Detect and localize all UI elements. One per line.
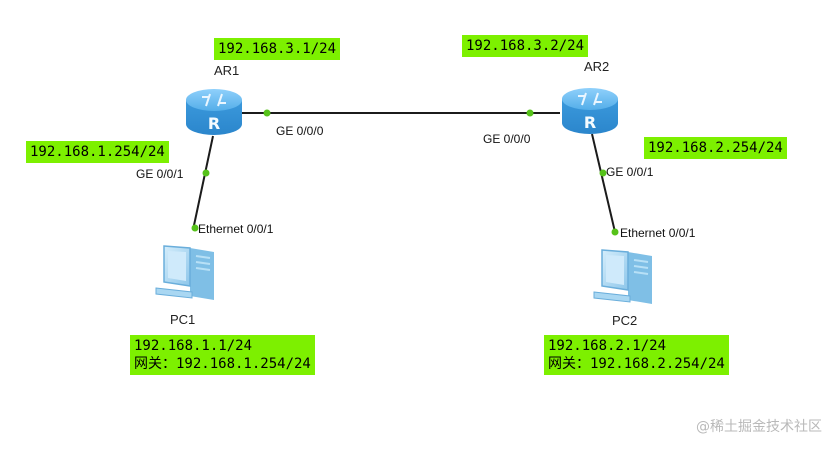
router-icon-ar1[interactable]: R (186, 89, 242, 135)
link-ar2-pc2 (591, 133, 616, 233)
pc1-config-box: 192.168.1.1/24 网关：192.168.1.254/24 (130, 335, 315, 375)
link-ar1-pc1 (192, 135, 214, 231)
router-icon-ar2[interactable]: R (562, 88, 618, 134)
port-label-ar2-ge000: GE 0/0/0 (483, 132, 531, 146)
port-dot-ar1-ge001 (202, 169, 210, 177)
ip-tag-ar1-link: 192.168.3.1/24 (214, 38, 341, 60)
port-label-ar1-ge001: GE 0/0/1 (136, 167, 184, 181)
svg-text:R: R (584, 113, 596, 132)
watermark: @稀土掘金技术社区 (696, 419, 822, 435)
port-dot-ar2-ge000 (526, 109, 534, 117)
pc1-gateway: 网关：192.168.1.254/24 (134, 356, 311, 372)
port-dot-ar2-ge001 (599, 169, 607, 177)
port-dot-pc1-eth (191, 224, 199, 232)
port-label-pc2-eth: Ethernet 0/0/1 (620, 226, 696, 240)
ip-tag-ar2-lan: 192.168.2.254/24 (644, 137, 787, 159)
device-label-ar2: AR2 (584, 59, 610, 74)
pc2-config-box: 192.168.2.1/24 网关：192.168.2.254/24 (544, 335, 729, 375)
ip-tag-ar2-link: 192.168.3.2/24 (462, 35, 589, 57)
device-label-pc2: PC2 (612, 313, 638, 328)
device-label-ar1: AR1 (214, 63, 240, 78)
ip-tag-ar1-lan: 192.168.1.254/24 (26, 141, 169, 163)
pc1-ip: 192.168.1.1/24 (134, 338, 253, 354)
pc-icon-pc1[interactable] (155, 245, 214, 300)
port-dot-pc2-eth (611, 228, 619, 236)
pc2-gateway: 网关：192.168.2.254/24 (548, 356, 725, 372)
svg-text:R: R (208, 114, 220, 133)
port-dot-ar1-ge000 (263, 109, 271, 117)
device-label-pc1: PC1 (170, 312, 196, 327)
pc-icon-pc2[interactable] (593, 249, 652, 304)
port-label-ar2-ge001: GE 0/0/1 (606, 165, 654, 179)
port-label-pc1-eth: Ethernet 0/0/1 (198, 222, 274, 236)
pc2-ip: 192.168.2.1/24 (548, 338, 667, 354)
port-label-ar1-ge000: GE 0/0/0 (276, 124, 324, 138)
